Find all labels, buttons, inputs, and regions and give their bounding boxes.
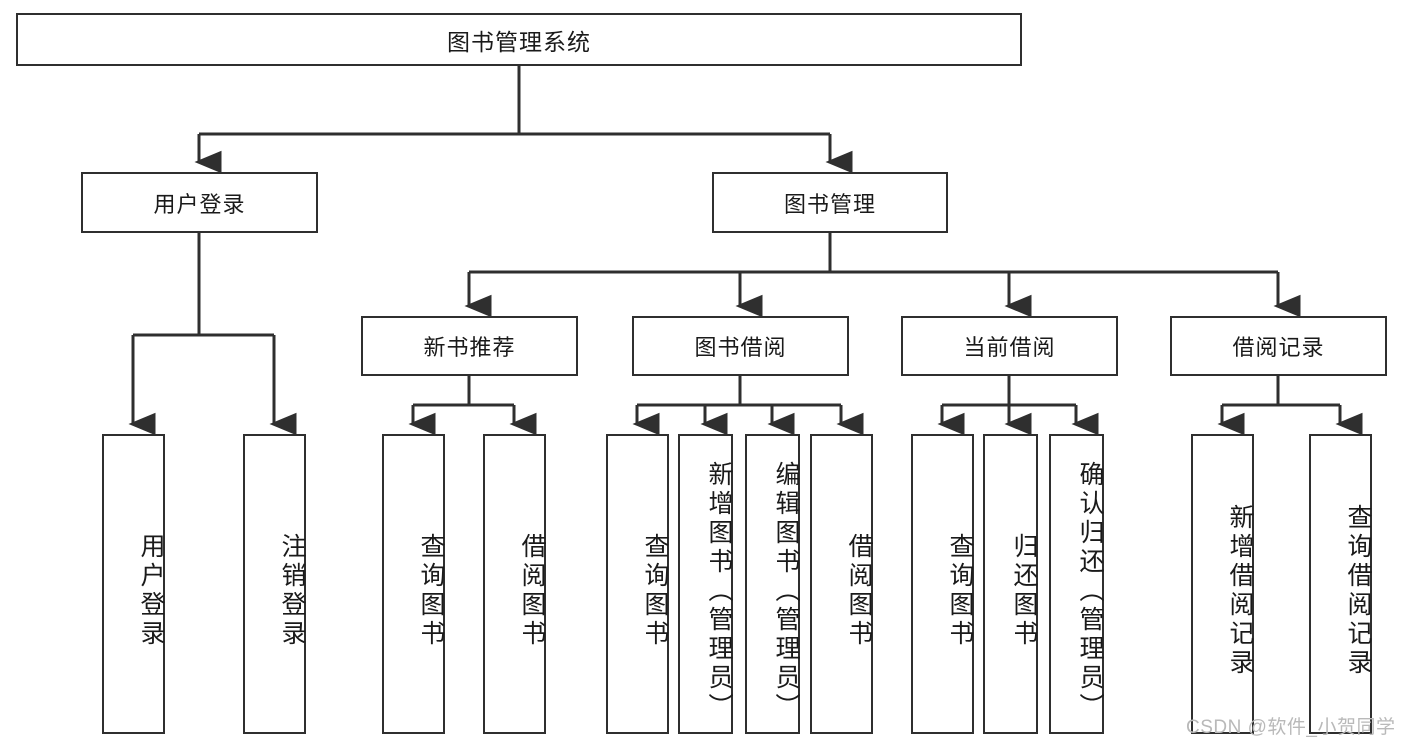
leaf-add-borrow-record[interactable]: 新增借阅记录 — [1191, 434, 1254, 734]
node-label: 查询借阅记录 — [1344, 504, 1372, 678]
node-label: 借阅记录 — [1232, 335, 1325, 360]
leaf-confirm-return-admin[interactable]: 确认归还（管理员） — [1049, 434, 1104, 734]
node-label: 借阅图书 — [518, 533, 546, 649]
node-new-book-recommendation[interactable]: 新书推荐 — [361, 316, 578, 376]
node-label: 确认归还（管理员） — [1076, 460, 1104, 722]
node-label: 查询图书 — [641, 533, 669, 649]
node-label: 用户登录 — [137, 533, 165, 649]
leaf-query-book-borrow[interactable]: 查询图书 — [606, 434, 669, 734]
leaf-add-book-admin[interactable]: 新增图书（管理员） — [678, 434, 733, 734]
node-current-borrow[interactable]: 当前借阅 — [901, 316, 1118, 376]
node-borrow-record[interactable]: 借阅记录 — [1170, 316, 1387, 376]
node-label: 图书管理系统 — [447, 28, 591, 55]
node-label: 图书借阅 — [694, 335, 787, 360]
node-label: 新增借阅记录 — [1226, 504, 1254, 678]
node-label: 查询图书 — [417, 533, 445, 649]
node-user-login[interactable]: 用户登录 — [81, 172, 318, 233]
leaf-logout-login[interactable]: 注销登录 — [243, 434, 306, 734]
node-book-borrow[interactable]: 图书借阅 — [632, 316, 849, 376]
csdn-watermark: CSDN @软件_小贺同学 — [1186, 717, 1396, 738]
node-root-book-management-system[interactable]: 图书管理系统 — [16, 13, 1022, 66]
leaf-edit-book-admin[interactable]: 编辑图书（管理员） — [745, 434, 800, 734]
leaf-borrow-book-recommend[interactable]: 借阅图书 — [483, 434, 546, 734]
leaf-query-book-recommend[interactable]: 查询图书 — [382, 434, 445, 734]
node-label: 图书管理 — [783, 191, 876, 217]
leaf-user-login[interactable]: 用户登录 — [102, 434, 165, 734]
leaf-return-book[interactable]: 归还图书 — [983, 434, 1038, 734]
node-label: 查询图书 — [946, 533, 974, 649]
node-label: 新增图书（管理员） — [705, 460, 733, 722]
leaf-borrow-book[interactable]: 借阅图书 — [810, 434, 873, 734]
node-label: 注销登录 — [278, 533, 306, 649]
node-label: 用户登录 — [153, 191, 246, 217]
node-label: 新书推荐 — [423, 335, 516, 360]
node-label: 当前借阅 — [963, 335, 1056, 360]
leaf-query-borrow-record[interactable]: 查询借阅记录 — [1309, 434, 1372, 734]
node-book-management[interactable]: 图书管理 — [712, 172, 948, 233]
leaf-query-book-current[interactable]: 查询图书 — [911, 434, 974, 734]
node-label: 借阅图书 — [845, 533, 873, 649]
node-label: 归还图书 — [1010, 533, 1038, 649]
node-label: 编辑图书（管理员） — [772, 460, 800, 722]
